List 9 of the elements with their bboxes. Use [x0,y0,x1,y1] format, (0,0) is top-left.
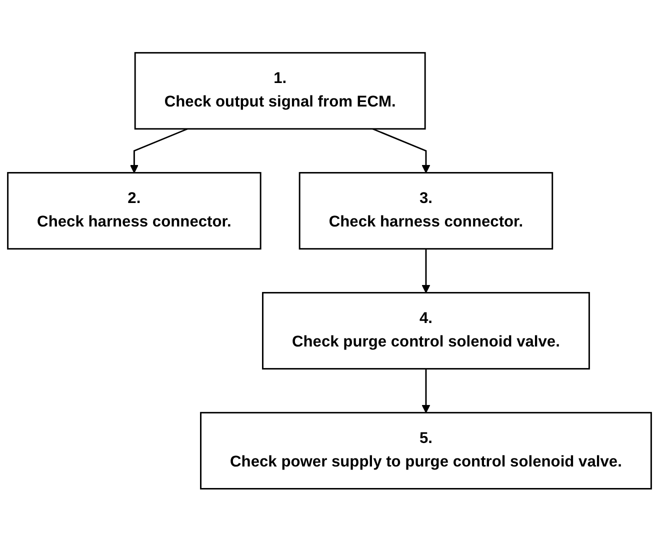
arrow [422,368,430,413]
arrow [372,128,430,173]
node-box: 2. Check harness connector. [7,172,262,250]
node-box: 3. Check harness connector. [298,172,554,250]
node-box: 5. Check power supply to purge control solenoid valve. [200,412,652,490]
node-box: 1. Check output signal from ECM. [134,52,426,130]
node-box: 4. Check purge control solenoid valve. [262,292,590,370]
arrow [130,128,188,173]
arrow [422,248,430,293]
